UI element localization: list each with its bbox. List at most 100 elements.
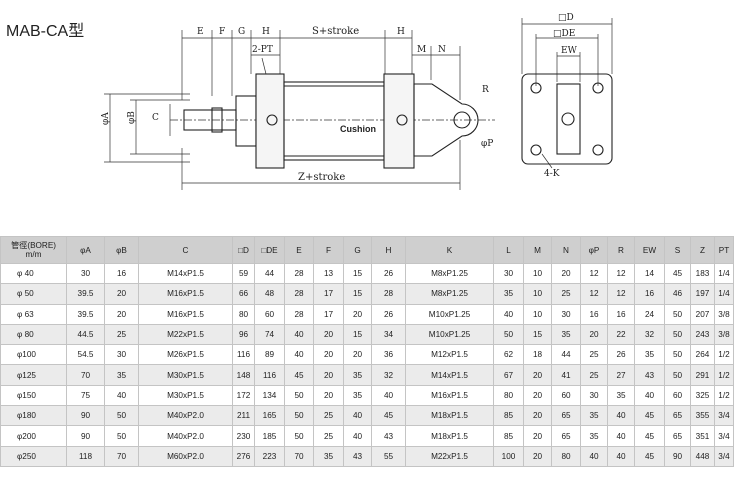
table-cell: 3/4 (714, 445, 734, 467)
column-header: F (313, 236, 344, 264)
table-cell: 30 (493, 262, 524, 285)
table-cell: 116 (254, 364, 285, 386)
table-cell: 165 (254, 405, 285, 427)
table-cell: 24 (634, 303, 665, 325)
table-cell: 26 (371, 262, 406, 285)
table-cell: 96 (232, 323, 255, 346)
table-cell: 3/8 (714, 303, 734, 325)
table-cell: 70 (284, 445, 314, 467)
table-cell: 40 (343, 425, 372, 447)
table-cell: 20 (523, 384, 552, 407)
table-cell: 26 (371, 303, 406, 325)
table-cell: 40 (284, 344, 314, 366)
dim-c-label: C (152, 113, 159, 123)
table-cell: 40 (284, 323, 314, 346)
table-cell: 3/4 (714, 425, 734, 447)
table-cell: 70 (104, 445, 139, 467)
dim-r-label: R (482, 85, 489, 95)
table-cell: 35 (551, 323, 581, 346)
table-cell: M10xP1.25 (405, 303, 494, 325)
table-cell: 40 (607, 425, 635, 447)
table-cell: 60 (254, 303, 285, 325)
table-cell: 35 (493, 283, 524, 305)
column-header: G (343, 236, 372, 264)
column-header: EW (634, 236, 665, 264)
dim-h2-label: H (397, 27, 405, 37)
table-cell: 25 (313, 425, 344, 447)
table-cell: 50 (284, 405, 314, 427)
table-cell: 10 (523, 262, 552, 285)
table-cell: 35 (313, 445, 344, 467)
column-header: H (371, 236, 406, 264)
table-cell: 50 (664, 303, 691, 325)
table-cell: 90 (66, 405, 105, 427)
table-cell: M26xP1.5 (138, 344, 233, 366)
table-cell: 43 (343, 445, 372, 467)
table-cell: 20 (313, 364, 344, 386)
table-cell: 10 (523, 303, 552, 325)
cylinder-drawing: E F G H S+stroke H 2-PT M N φA φB C R φP… (101, 13, 613, 190)
table-cell: 65 (551, 425, 581, 447)
table-cell: 43 (634, 364, 665, 386)
table-cell: 27 (607, 364, 635, 386)
table-cell: 3/4 (714, 405, 734, 427)
table-cell: 1/2 (714, 384, 734, 407)
table-cell: 50 (664, 323, 691, 346)
table-cell: 15 (343, 323, 372, 346)
table-cell: 39.5 (66, 303, 105, 325)
column-header: S (664, 236, 691, 264)
table-cell: 25 (551, 283, 581, 305)
table-cell: 32 (634, 323, 665, 346)
table-cell: 30 (580, 384, 608, 407)
table-cell: 17 (313, 283, 344, 305)
dim-h-label: H (262, 27, 270, 37)
table-cell: 10 (523, 283, 552, 305)
table-cell: 35 (607, 384, 635, 407)
table-cell: M30xP1.5 (138, 384, 233, 407)
table-cell: 70 (66, 364, 105, 386)
table-cell: 12 (607, 262, 635, 285)
column-header: □D (232, 236, 255, 264)
table-cell: 50 (664, 364, 691, 386)
table-cell: 276 (232, 445, 255, 467)
table-cell: 54.5 (66, 344, 105, 366)
table-cell: 41 (551, 364, 581, 386)
table-cell: M16xP1.5 (405, 384, 494, 407)
table-cell: 30 (551, 303, 581, 325)
table-cell: 1/4 (714, 283, 734, 305)
table-cell: 16 (580, 303, 608, 325)
table-cell: 20 (343, 303, 372, 325)
table-cell: 48 (254, 283, 285, 305)
table-cell: M16xP1.5 (138, 303, 233, 325)
table-cell: 1/2 (714, 344, 734, 366)
table-cell: 62 (493, 344, 524, 366)
dim-p-label: φP (481, 139, 493, 149)
table-cell: 25 (104, 323, 139, 346)
table-cell: 26 (607, 344, 635, 366)
table-cell: 89 (254, 344, 285, 366)
table-cell: 20 (523, 445, 552, 467)
table-cell: 291 (690, 364, 715, 386)
dim-g-label: G (238, 27, 245, 37)
table-cell: M16xP1.5 (138, 283, 233, 305)
column-header: PT (714, 236, 734, 264)
dim-n-label: N (438, 45, 446, 55)
table-cell: 50 (493, 323, 524, 346)
table-cell: 16 (104, 262, 139, 285)
column-header: φA (66, 236, 105, 264)
table-cell: 448 (690, 445, 715, 467)
table-cell: 243 (690, 323, 715, 346)
table-cell: 90 (664, 445, 691, 467)
table-cell: 35 (343, 384, 372, 407)
table-cell: 16 (607, 303, 635, 325)
table-cell: 80 (232, 303, 255, 325)
table-cell: 325 (690, 384, 715, 407)
